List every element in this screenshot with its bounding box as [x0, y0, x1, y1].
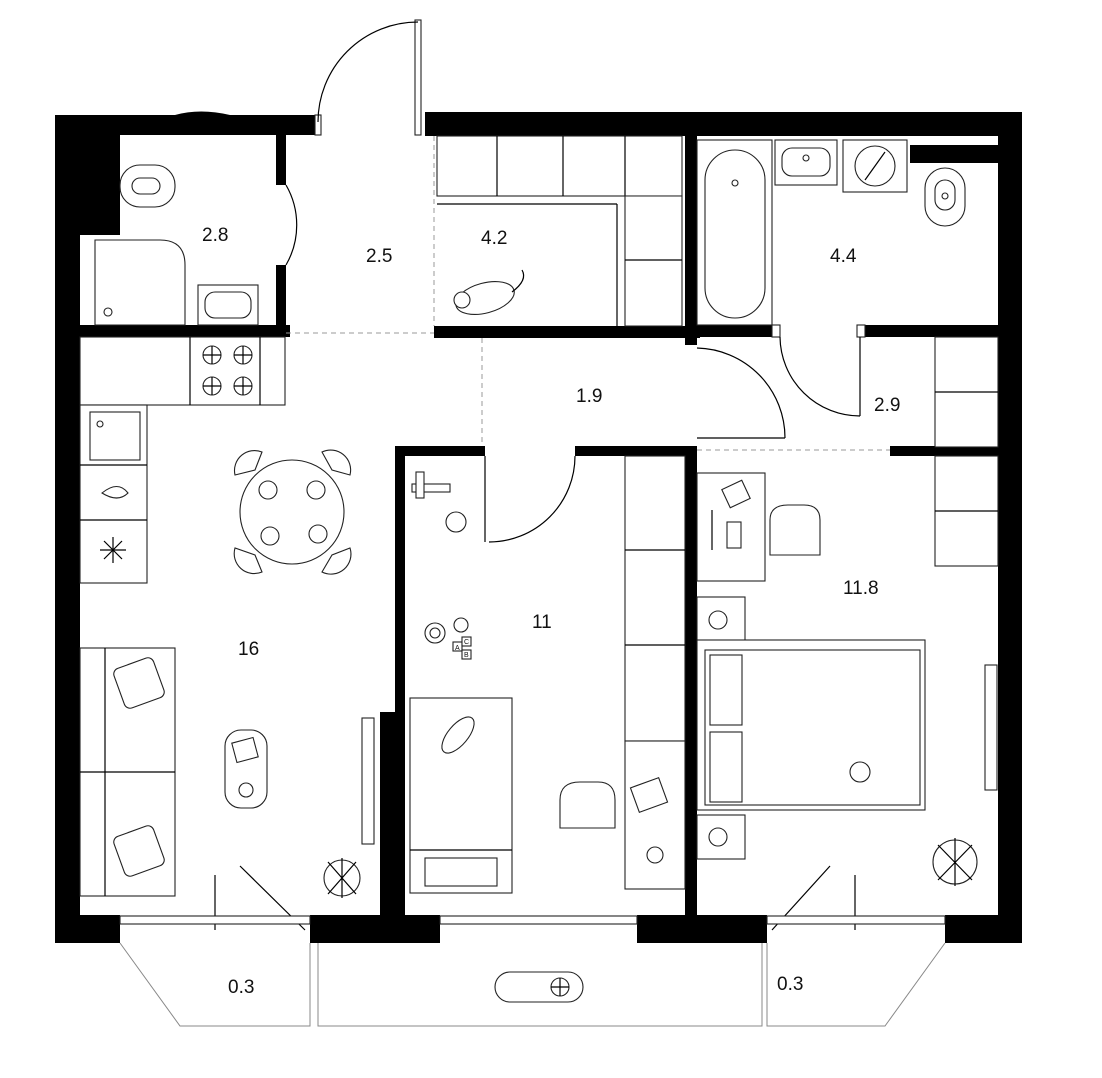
exterior-walls — [55, 111, 1022, 943]
sofa — [79, 647, 176, 897]
interior-walls — [80, 135, 1003, 916]
area-label-hallway: 2.5 — [366, 246, 392, 267]
kids-wardrobe — [624, 455, 686, 890]
balcony-door-left[interactable] — [119, 865, 311, 931]
area-label-corridor-right: 2.9 — [874, 395, 900, 416]
area-label-balcony-right: 0.3 — [777, 974, 803, 995]
area-label-balcony-left: 0.3 — [228, 977, 254, 998]
area-label-bathroom-large: 4.4 — [830, 246, 857, 267]
entrance-door[interactable] — [314, 19, 422, 136]
wardrobe-corridor — [934, 336, 999, 567]
storage-shelves — [436, 135, 683, 327]
kids-chair — [559, 776, 669, 829]
dining-table-icon — [233, 449, 352, 575]
area-label-corridor: 1.9 — [576, 386, 602, 407]
area-labels: 2.8 2.5 4.2 4.4 1.9 2.9 16 11 11.8 0.3 0… — [202, 225, 900, 998]
area-label-bedroom: 11.8 — [843, 578, 879, 599]
block-letter-a: A — [455, 645, 460, 652]
toy-icon — [411, 471, 472, 660]
bathroom-small — [94, 127, 298, 326]
tv-panel — [361, 717, 375, 845]
snowflake-icon — [100, 537, 126, 563]
sink-icon — [89, 411, 141, 499]
cooktop-icon — [202, 345, 253, 396]
balcony-door-right[interactable] — [766, 865, 946, 931]
fan-icon — [494, 971, 584, 1003]
bedroom-bed — [696, 596, 926, 860]
balcony-outline — [119, 942, 946, 1027]
area-label-storage: 4.2 — [481, 228, 507, 249]
window-kids — [439, 915, 638, 925]
area-label-bathroom-small: 2.8 — [202, 225, 228, 246]
block-letter-b: B — [464, 652, 469, 659]
block-letter-c: C — [464, 639, 469, 646]
corridor-doors — [484, 336, 861, 543]
bathroom-large — [696, 139, 966, 338]
room-separators — [286, 136, 890, 451]
cat-icon — [453, 269, 525, 315]
kids-bed — [409, 697, 513, 894]
area-label-living-kitchen: 16 — [238, 639, 259, 660]
plant-icon-bedroom — [932, 838, 978, 886]
coffee-table — [224, 729, 268, 809]
area-label-kids-room: 11 — [532, 612, 552, 633]
bedroom-desk — [696, 472, 821, 582]
plant-icon — [323, 858, 361, 898]
bedroom-tv-panel — [984, 664, 998, 791]
